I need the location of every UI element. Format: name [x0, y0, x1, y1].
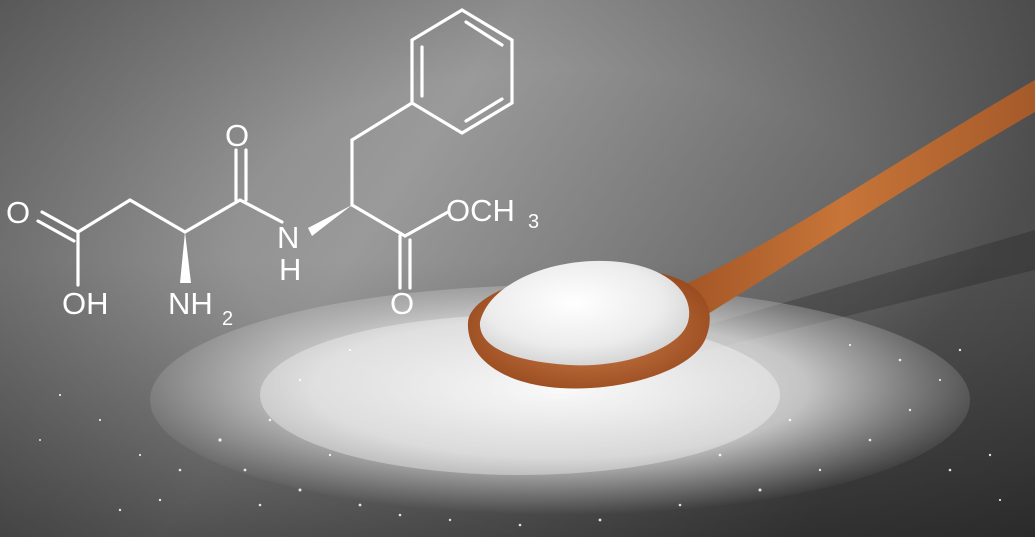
sugar-pile — [150, 285, 970, 515]
atom-labels: O OH O NH 2 N H OCH 3 O — [6, 118, 539, 330]
amine-n-label: NH — [168, 286, 213, 321]
wedge-bond-nh2 — [180, 232, 191, 283]
benzene-ring — [410, 8, 514, 135]
structure-bonds — [36, 8, 514, 290]
amine-subscript-label: 2 — [222, 308, 233, 330]
carbonyl-o-left-label: O — [6, 195, 30, 230]
ester-carbonyl-o-label: O — [390, 286, 414, 321]
ester-methoxy-label: OCH — [446, 193, 515, 228]
amide-h-label: H — [279, 252, 301, 287]
ester-subscript-label: 3 — [528, 211, 539, 233]
spoon-handle — [650, 80, 1035, 325]
hydroxyl-label: OH — [62, 286, 109, 321]
sugar-heap-in-spoon — [479, 260, 690, 366]
amide-n-label: N — [277, 220, 299, 255]
sugar-grains — [39, 343, 1002, 527]
amide-carbonyl-o-label: O — [225, 118, 249, 153]
wedge-bond-n — [308, 205, 352, 236]
